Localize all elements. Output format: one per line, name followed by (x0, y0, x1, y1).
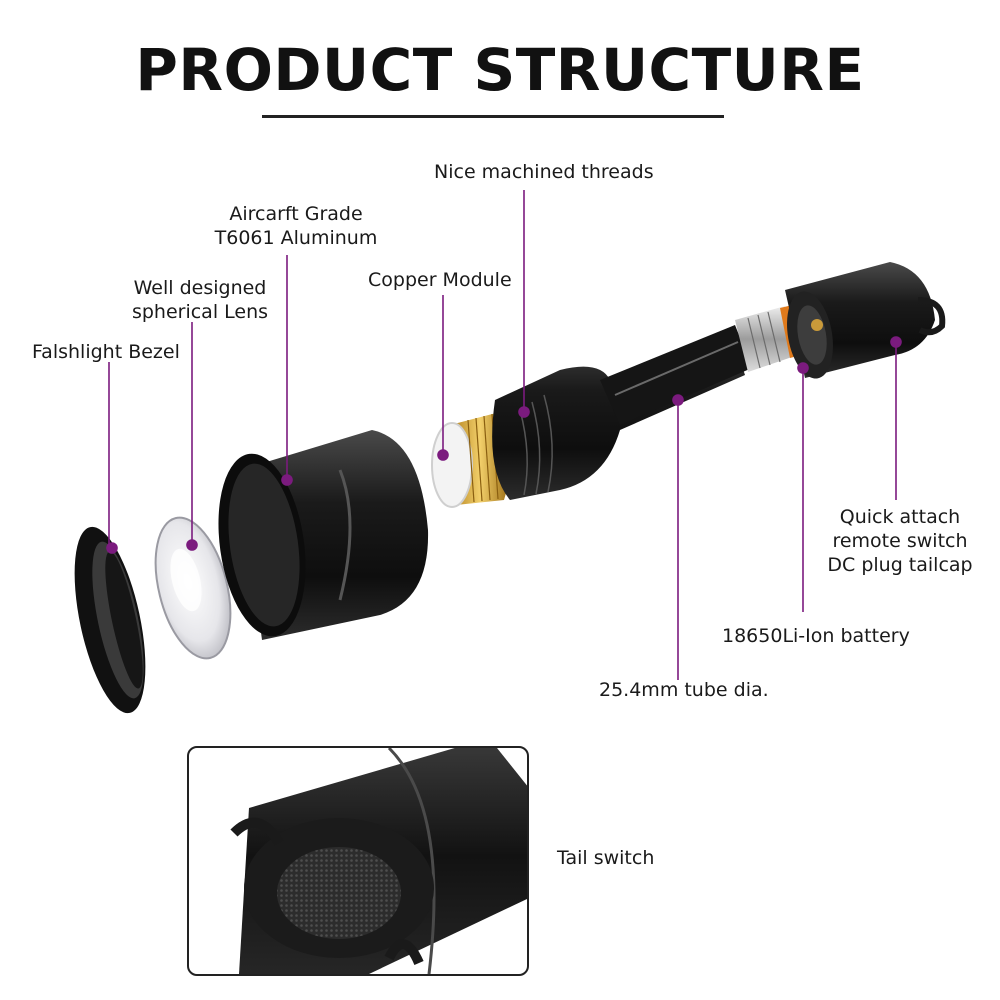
tail-switch-image (230, 748, 527, 974)
bezel-part (74, 526, 146, 714)
label-aluminum-line2: T6061 Aluminum (214, 227, 378, 249)
tailcap-part (785, 262, 946, 379)
label-tailcap: Quick attach remote switch DC plug tailc… (812, 505, 988, 577)
head-cup-part (218, 430, 429, 640)
label-lens: Well designed spherical Lens (120, 276, 280, 324)
lens-part (154, 516, 232, 660)
label-aluminum-line1: Aircarft Grade (229, 203, 363, 225)
page-title: PRODUCT STRUCTURE (135, 36, 865, 104)
threaded-end-part (735, 306, 795, 372)
callout-lines (106, 190, 902, 680)
label-copper-module: Copper Module (368, 269, 512, 291)
label-lens-line2: spherical Lens (131, 301, 269, 323)
label-threads: Nice machined threads (434, 161, 654, 183)
tail-switch-inset (187, 746, 529, 976)
title-underline (262, 115, 724, 118)
label-aluminum: Aircarft Grade T6061 Aluminum (206, 202, 386, 250)
label-battery: 18650Li-Ion battery (722, 625, 910, 647)
label-tailcap-line3: DC plug tailcap (827, 554, 973, 576)
body-tube-part (492, 325, 752, 500)
label-tube: 25.4mm tube dia. (599, 679, 769, 701)
label-lens-line1: Well designed (133, 277, 267, 299)
label-tailcap-line1: Quick attach (839, 506, 961, 528)
label-bezel: Falshlight Bezel (32, 341, 180, 363)
label-tail-switch: Tail switch (557, 847, 655, 869)
label-tailcap-line2: remote switch (832, 530, 968, 552)
